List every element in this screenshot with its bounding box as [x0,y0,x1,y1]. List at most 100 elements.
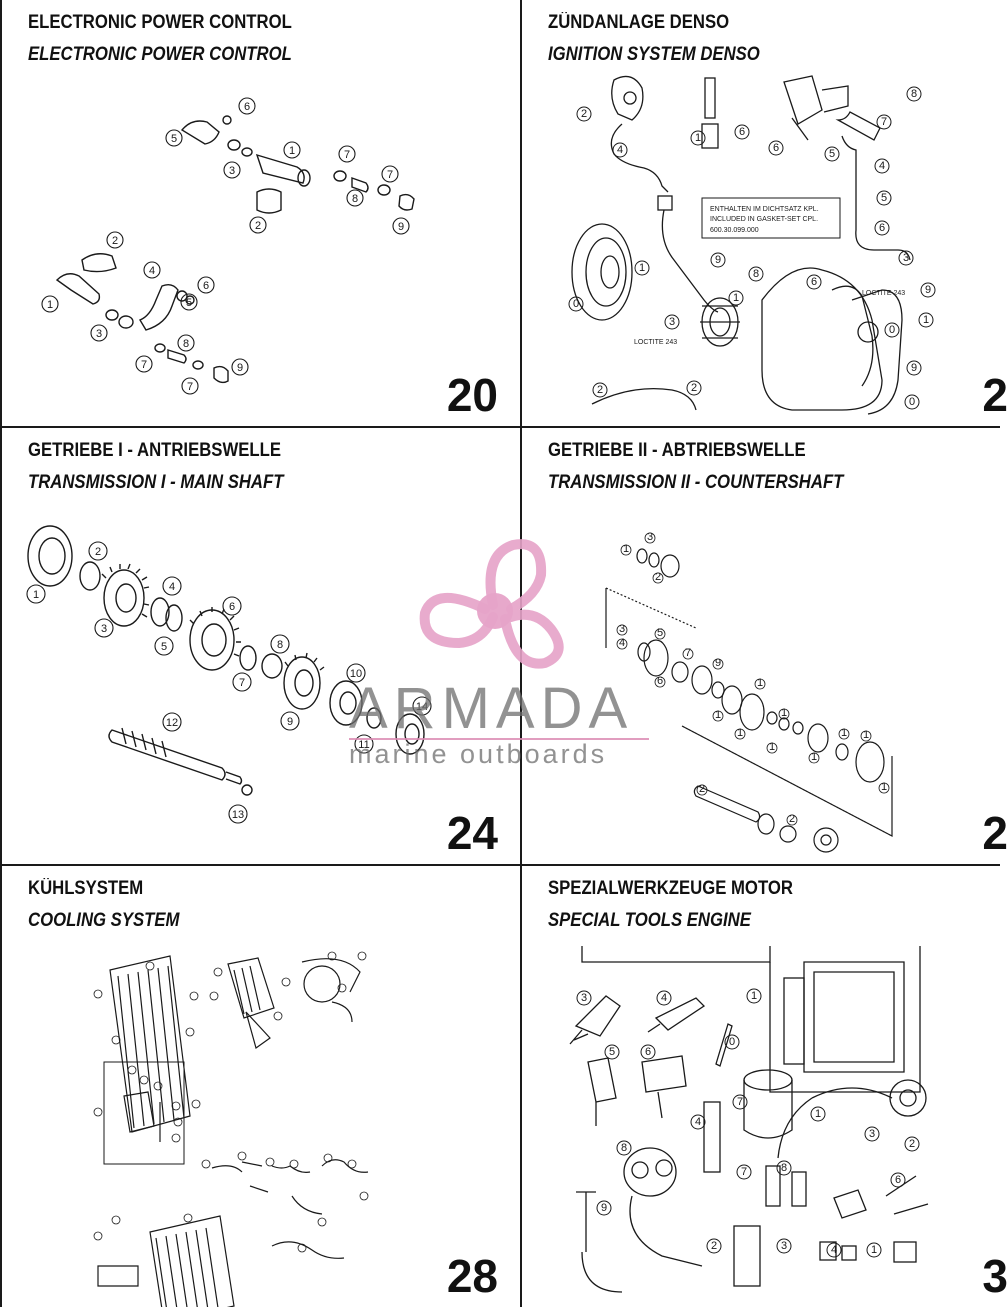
svg-text:4: 4 [619,637,625,649]
svg-text:7: 7 [239,677,245,689]
svg-text:1: 1 [715,709,721,721]
svg-text:8: 8 [352,193,358,205]
panel-electronic-power-control[interactable]: ELECTRONIC POWER CONTROL ELECTRONIC POWE… [2,0,520,426]
svg-text:4: 4 [661,992,667,1004]
svg-text:7: 7 [881,116,887,128]
svg-text:7: 7 [685,647,691,659]
svg-text:10: 10 [350,668,362,680]
svg-text:8: 8 [911,88,917,100]
ignition-parts-drawing: ENTHALTEN IM DICHTSATZ KPL. INCLUDED IN … [568,75,936,415]
svg-text:7: 7 [344,149,350,161]
svg-text:9: 9 [287,716,293,728]
page-number: 20 [446,369,498,421]
panel-special-tools[interactable]: SPEZIALWERKZEUGE MOTOR SPECIAL TOOLS ENG… [522,866,1008,1307]
panel-title-de: KÜHLSYSTEM [28,878,144,899]
panel-title-en: COOLING SYSTEM [28,910,180,931]
svg-text:5: 5 [829,148,835,160]
svg-text:6: 6 [244,101,250,113]
svg-text:5: 5 [171,133,177,145]
svg-text:1: 1 [639,262,645,274]
svg-text:2: 2 [655,571,661,583]
page-number: 2 [982,807,1008,859]
svg-text:0: 0 [909,396,915,408]
svg-text:3: 3 [669,316,675,328]
svg-text:6: 6 [645,1046,651,1058]
svg-text:7: 7 [741,1166,747,1178]
svg-text:6: 6 [895,1174,901,1186]
horizontal-divider-1 [0,426,1000,428]
special-tools-drawing: 13 40 56 71 48 32 78 96 23 41 [569,946,929,1293]
svg-text:1: 1 [623,543,629,555]
svg-text:5: 5 [161,641,167,653]
svg-text:4: 4 [879,160,885,172]
svg-text:7: 7 [141,359,147,371]
loctite-label: LOCTITE 243 [634,339,677,346]
svg-text:1: 1 [781,707,787,719]
svg-text:3: 3 [229,165,235,177]
svg-text:6: 6 [879,222,885,234]
svg-text:7: 7 [187,381,193,393]
panel-title-de: ELECTRONIC POWER CONTROL [28,12,292,33]
panel-ignition-system[interactable]: ZÜNDANLAGE DENSO IGNITION SYSTEM DENSO [522,0,1008,426]
svg-text:5: 5 [609,1046,615,1058]
panel-title-de: SPEZIALWERKZEUGE MOTOR [548,878,793,899]
svg-text:9: 9 [715,657,721,669]
svg-text:0: 0 [573,298,579,310]
panel-title-en: TRANSMISSION II - COUNTERSHAFT [548,472,844,493]
svg-text:2: 2 [699,783,705,795]
svg-text:3: 3 [581,992,587,1004]
svg-text:2: 2 [789,813,795,825]
svg-text:2: 2 [691,382,697,394]
svg-text:1: 1 [811,751,817,763]
svg-text:1: 1 [751,990,757,1002]
svg-text:2: 2 [909,1138,915,1150]
svg-text:14: 14 [416,701,428,713]
svg-text:1: 1 [863,729,869,741]
panel-title-en: ELECTRONIC POWER CONTROL [28,44,292,65]
panel-title-de: ZÜNDANLAGE DENSO [548,12,730,33]
svg-text:1: 1 [881,781,887,793]
svg-text:2: 2 [112,235,118,247]
panel-title-en: IGNITION SYSTEM DENSO [548,44,760,65]
svg-text:1: 1 [33,589,39,601]
panel-title-de: GETRIEBE II - ABTRIEBSWELLE [548,440,806,461]
gasket-note-line3: 600.30.099.000 [710,227,759,234]
svg-text:3: 3 [96,328,102,340]
gasket-note-line1: ENTHALTEN IM DICHTSATZ KPL. [710,206,819,213]
svg-text:3: 3 [101,623,107,635]
svg-text:4: 4 [831,1244,837,1256]
svg-text:6: 6 [811,276,817,288]
svg-text:8: 8 [183,338,189,350]
svg-text:8: 8 [753,268,759,280]
svg-text:12: 12 [166,717,178,729]
svg-text:4: 4 [695,1116,701,1128]
svg-text:9: 9 [601,1202,607,1214]
cooling-system-drawing [93,951,369,1307]
svg-text:7: 7 [387,169,393,181]
page-number: 24 [446,807,498,859]
svg-text:4: 4 [149,265,155,277]
svg-text:8: 8 [277,639,283,651]
horizontal-divider-2 [0,864,1000,866]
panel-cooling-system[interactable]: KÜHLSYSTEM COOLING SYSTEM [2,866,520,1307]
svg-text:5: 5 [657,627,663,639]
svg-text:1: 1 [47,299,53,311]
svg-text:8: 8 [621,1142,627,1154]
svg-text:11: 11 [358,739,369,751]
svg-text:6: 6 [739,126,745,138]
svg-text:4: 4 [617,144,623,156]
panel-title-en: TRANSMISSION I - MAIN SHAFT [28,472,284,493]
svg-text:1: 1 [289,145,295,157]
svg-text:1: 1 [841,727,847,739]
panel-transmission-countershaft[interactable]: GETRIEBE II - ABTRIEBSWELLE TRANSMISSION… [522,428,1008,864]
page-number: 28 [446,1250,498,1302]
svg-text:9: 9 [715,254,721,266]
svg-text:1: 1 [923,314,929,326]
svg-text:1: 1 [871,1244,877,1256]
svg-text:6: 6 [773,142,779,154]
svg-text:2: 2 [95,546,101,558]
panel-transmission-main-shaft[interactable]: GETRIEBE I - ANTRIEBSWELLE TRANSMISSION … [2,428,520,864]
svg-text:3: 3 [619,623,625,635]
